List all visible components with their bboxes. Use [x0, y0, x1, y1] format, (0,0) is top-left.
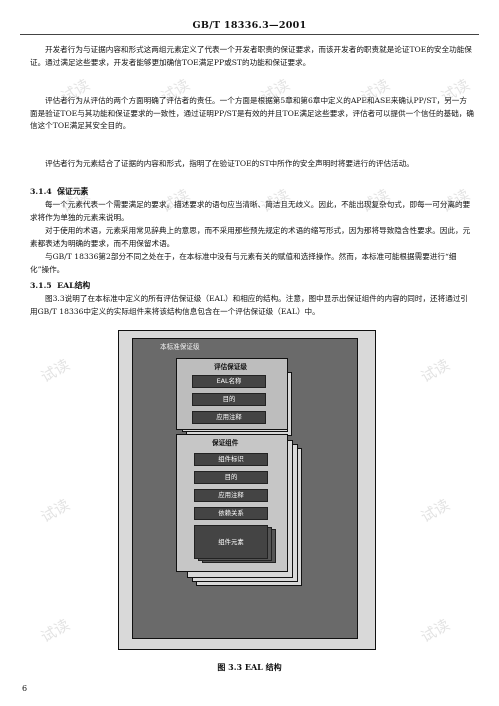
paragraph-operations: 与GB/T 18336第2部分不同之处在于，在本标准中没有与元素有关的赋值和选择… — [30, 252, 457, 274]
eal-objectives-box: 目的 — [192, 393, 266, 406]
header-rule — [20, 34, 479, 35]
section-heading-3-1-5: 3.1.5 EAL结构 — [30, 280, 90, 291]
paragraph-element-requirements: 每一个元素代表一个需要满足的要求。描述要求的语句应当清晰、简洁且无歧义。因此，不… — [30, 200, 471, 222]
watermark: 试读 — [417, 615, 453, 647]
paragraph-evaluator: 评估者行为从评估的两个方面明确了评估者的责任。一个方面是根据第5章和第6章中定义… — [30, 96, 474, 130]
component-application-notes-box: 应用注释 — [194, 489, 268, 502]
paragraph-developer: 开发者行为与证据内容和形式这两组元素定义了代表一个开发者职责的保证要求，而该开发… — [30, 45, 472, 67]
standard-number: GB/T 18336.3—2001 — [192, 20, 307, 31]
section-title: EAL结构 — [57, 281, 91, 290]
watermark: 试读 — [417, 495, 453, 527]
eal-label: 评估保证级 — [214, 363, 247, 371]
section-heading-3-1-4: 3.1.4 保证元素 — [30, 186, 88, 197]
standard-assurance-level-label: 本标准保证级 — [160, 343, 200, 351]
section-title: 保证元素 — [57, 187, 89, 196]
paragraph-evaluator-elements: 评估者行为元素结合了证据的内容和形式，指明了在验证TOE的ST中所作的安全声明时… — [45, 159, 414, 168]
assurance-component-label: 保证组件 — [212, 439, 239, 447]
eal-application-notes-box: 应用注释 — [192, 411, 266, 424]
watermark: 试读 — [37, 615, 73, 647]
component-id-box: 组件标识 — [194, 453, 268, 466]
page-number: 6 — [22, 684, 28, 693]
paragraph-figure-intro: 图3.3说明了在本标准中定义的所有评估保证级（EAL）和相应的结构。注意，图中显… — [30, 294, 469, 316]
watermark: 试读 — [37, 495, 73, 527]
section-number: 3.1.5 — [30, 281, 52, 290]
component-elements-box: 组件元素 — [194, 525, 268, 559]
eal-name-box: EAL名称 — [192, 375, 266, 388]
figure-caption: 图 3.3 EAL 结构 — [217, 662, 282, 672]
dependencies-box: 依赖关系 — [194, 507, 268, 520]
watermark: 试读 — [37, 355, 73, 387]
section-number: 3.1.4 — [30, 187, 52, 196]
watermark: 试读 — [417, 355, 453, 387]
paragraph-terminology: 对于使用的术语，元素采用常见辞典上的意思，而不采用那些预先规定的术语的缩写形式，… — [30, 226, 471, 248]
component-objectives-box: 目的 — [194, 471, 268, 484]
